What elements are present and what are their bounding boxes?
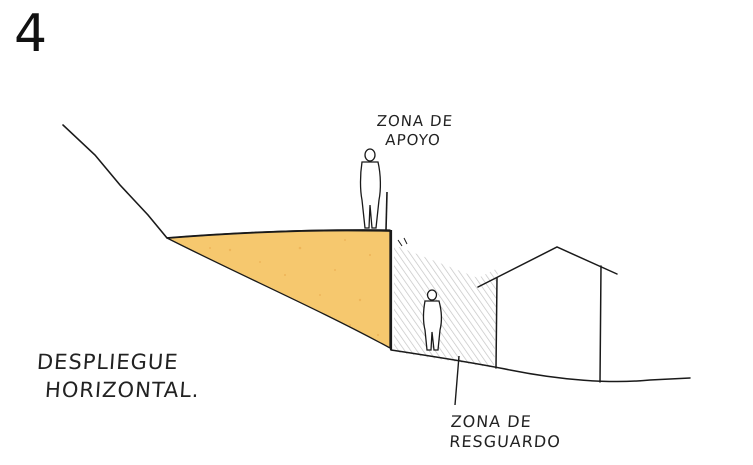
house-icon — [477, 246, 618, 383]
label-zona-resguardo-line1: ZONA DE — [450, 412, 533, 431]
post-marker — [385, 191, 388, 231]
label-zona-apoyo-line2: APOYO — [384, 130, 442, 149]
label-zona-apoyo: ZONA DE APOYO — [375, 112, 454, 150]
fill-wedge — [166, 229, 391, 349]
label-despliegue-line2: HORIZONTAL. — [44, 378, 201, 403]
label-zona-apoyo-line1: ZONA DE — [376, 112, 454, 130]
label-zona-resguardo-line2: RESGUARDO — [448, 432, 562, 451]
wall-marks — [397, 237, 408, 247]
label-despliegue-horizontal: DESPLIEGUE HORIZONTAL. — [34, 348, 203, 405]
person-upper-icon — [359, 148, 382, 229]
label-zona-resguardo: ZONA DE RESGUARDO — [449, 412, 563, 452]
resguardo-leader — [454, 355, 460, 406]
ground-line — [390, 349, 691, 383]
person-lower-icon — [422, 289, 443, 351]
step-number: 4 — [14, 4, 48, 64]
fill-texture — [209, 239, 380, 337]
shelter-zone-hatch — [394, 245, 498, 368]
hillside-line — [62, 124, 168, 239]
label-despliegue-line1: DESPLIEGUE — [36, 350, 180, 374]
terrace-top — [166, 229, 393, 239]
